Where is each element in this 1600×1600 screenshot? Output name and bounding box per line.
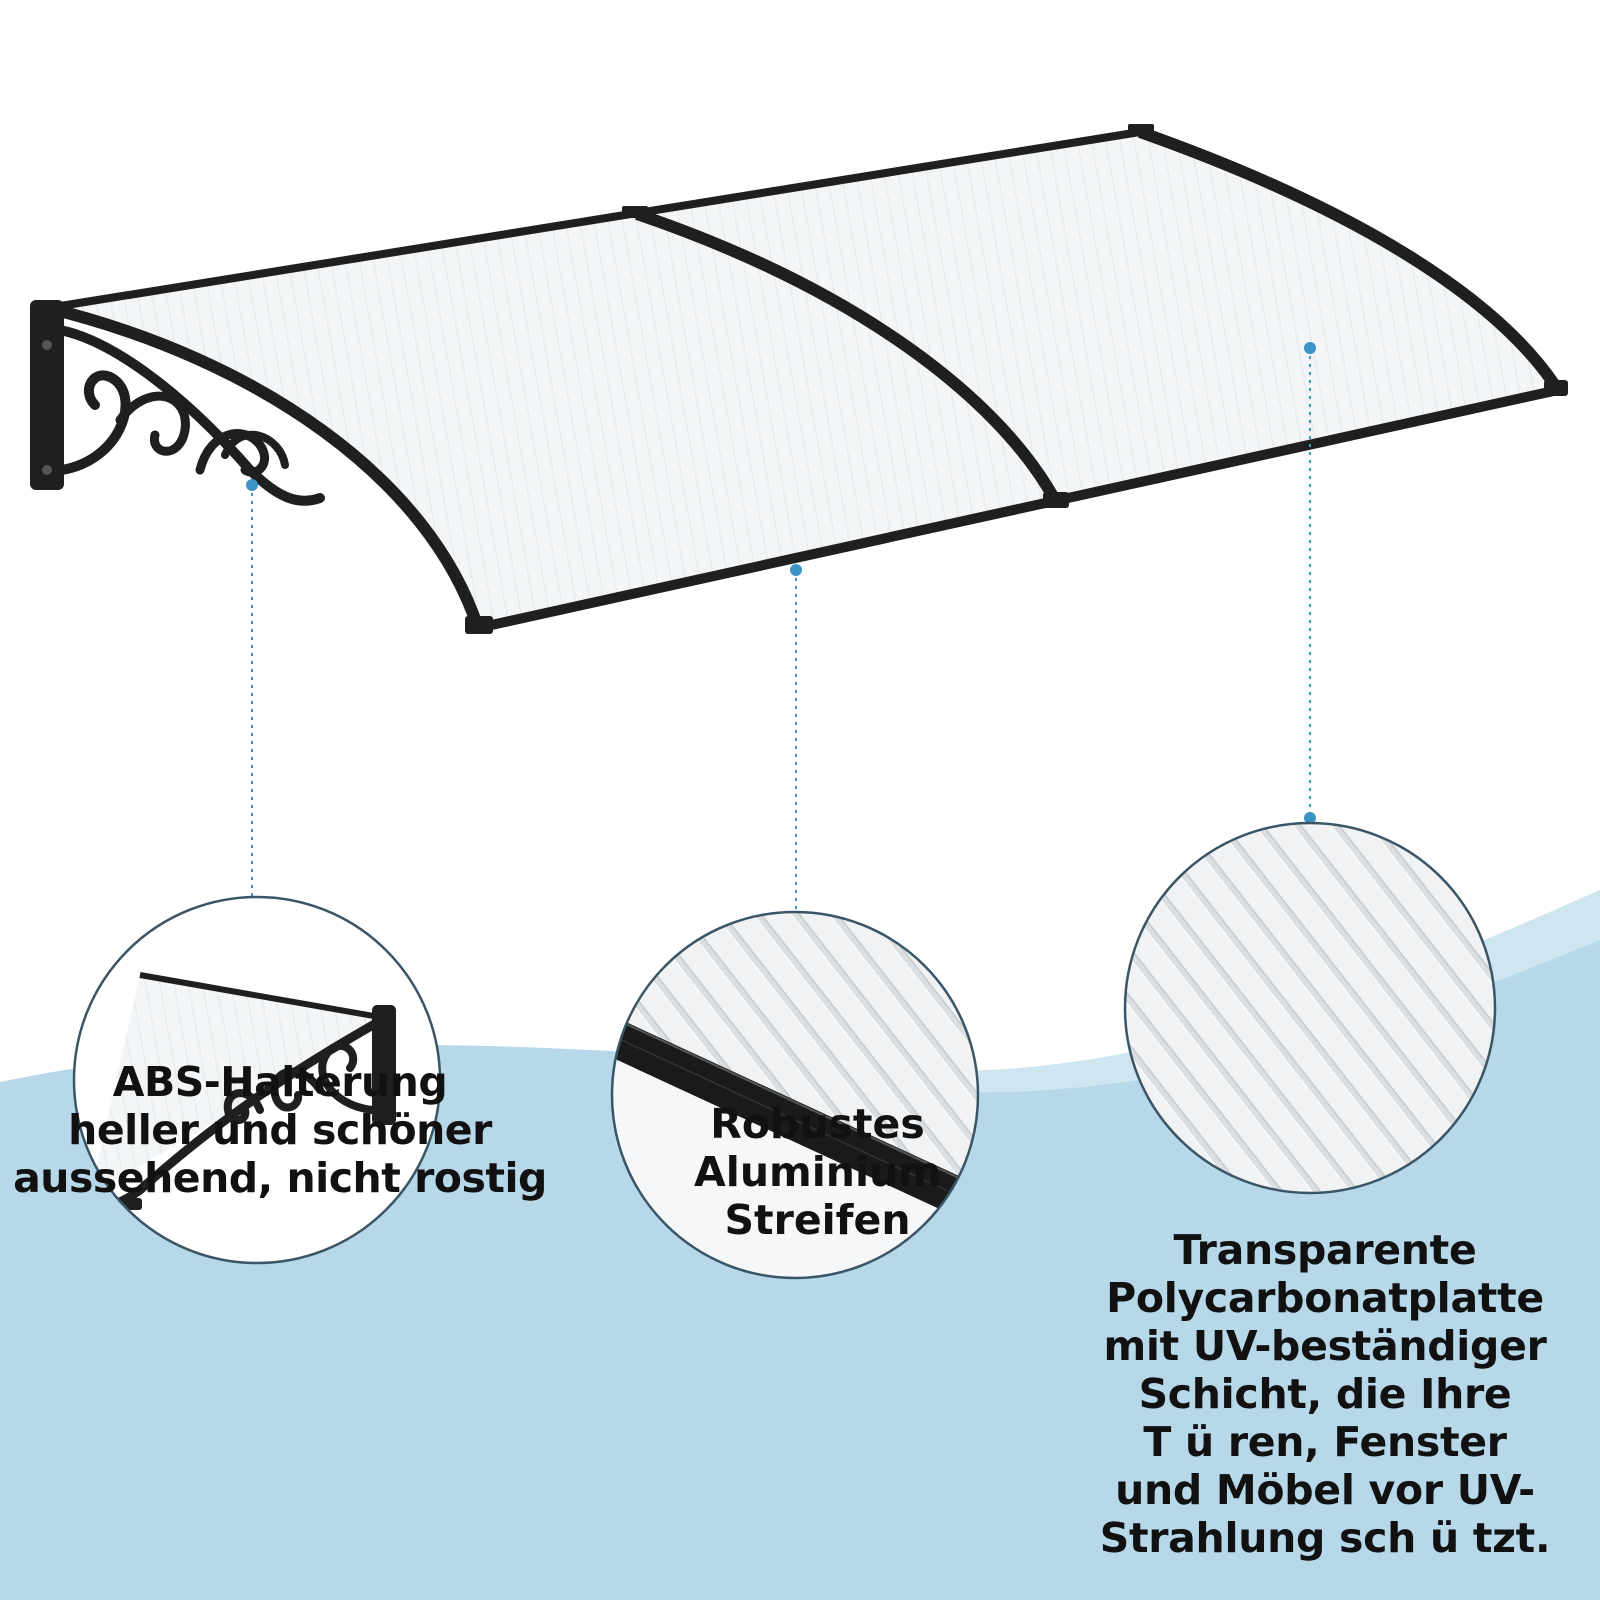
caption-line: Aluminium (694, 1148, 941, 1196)
canopy-panel-right (637, 132, 1558, 500)
caption-line: mit UV-beständiger (1103, 1322, 1547, 1370)
end-cap (1544, 380, 1568, 396)
caption-line: ABS-Halterung (112, 1058, 448, 1106)
caption-line: Streifen (724, 1196, 911, 1244)
end-cap (465, 616, 493, 634)
zoom-circle-aluminium (610, 910, 980, 1280)
caption-line: und Möbel vor UV- (1115, 1466, 1535, 1514)
caption-line: Strahlung sch ü tzt. (1099, 1514, 1551, 1562)
callout-lines (251, 348, 1311, 930)
bracket (30, 300, 325, 506)
top-clip (622, 206, 648, 218)
callout-dot (790, 564, 802, 576)
top-clip (1128, 124, 1154, 136)
canopy-arc-left (46, 302, 484, 630)
caption-line: Transparente (1173, 1226, 1477, 1274)
callout-dot (1304, 342, 1316, 354)
caption-line: Schicht, die Ihre (1138, 1370, 1512, 1418)
caption-line: heller und schöner (68, 1106, 492, 1154)
callout-dot (1304, 812, 1316, 824)
canopy-top-rail (47, 128, 1141, 312)
caption-line: T ü ren, Fenster (1143, 1418, 1507, 1466)
canopy-arc-middle (635, 208, 1061, 503)
canopy-front-rail (476, 385, 1560, 633)
caption-polycarbonate-panel: Transparente Polycarbonatplatte mit UV-b… (1090, 1226, 1560, 1562)
caption-line: Polycarbonatplatte (1106, 1274, 1544, 1322)
canopy-panel-left (48, 214, 1055, 628)
canopy (30, 124, 1568, 634)
end-cap (1043, 492, 1069, 508)
caption-line: Robustes (710, 1100, 925, 1148)
caption-abs-bracket: ABS-Halterung heller und schöner aussehe… (10, 1058, 550, 1202)
canopy-arc-right (1137, 126, 1564, 394)
caption-line: aussehend, nicht rostig (13, 1154, 547, 1202)
callout-dot (246, 479, 258, 491)
zoom-circle-bracket (72, 895, 442, 1265)
caption-aluminium-strip: Robustes Aluminium Streifen (640, 1100, 995, 1244)
zoom-circle-polycarbonate (1123, 821, 1497, 1195)
